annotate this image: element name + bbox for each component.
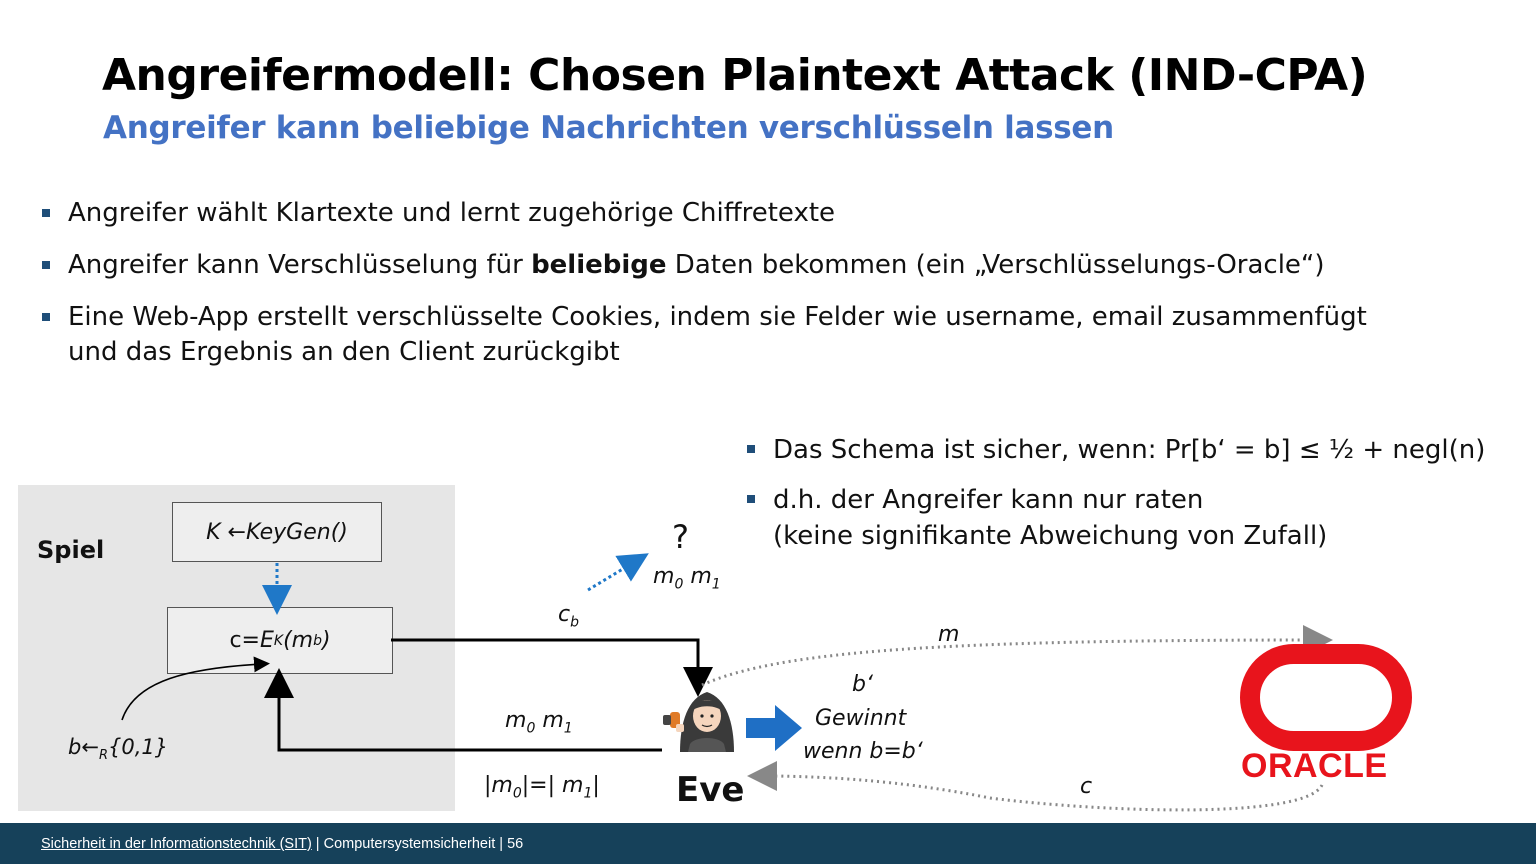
oracle-ciphertext-label: c (1080, 774, 1093, 799)
eve-label: Eve (676, 770, 745, 810)
win-arrow-icon (746, 705, 802, 751)
oracle-message-label: m (938, 622, 960, 647)
bit-choice-label: b←R{0,1} (68, 735, 169, 764)
bullet-item: Angreifer kann Verschlüsselung für belie… (40, 248, 1490, 283)
bullet-list: Angreifer wählt Klartexte und lernt zuge… (40, 196, 1490, 387)
footer-text: Sicherheit in der Informationstechnik (S… (41, 836, 524, 852)
security-bullet-list: Das Schema ist sicher, wenn: Pr[b‘ = b] … (745, 432, 1535, 568)
footer-bar: Sicherheit in der Informationstechnik (S… (0, 823, 1536, 864)
messages-to-encrypt-arrow (264, 668, 662, 752)
wins-label-line2: wenn b=b‘ (803, 739, 923, 764)
bullet-item: Das Schema ist sicher, wenn: Pr[b‘ = b] … (745, 432, 1535, 468)
question-mark: ? (672, 518, 689, 556)
bit-to-encrypt-curve (121, 656, 270, 721)
page-subtitle: Angreifer kann beliebige Nachrichten ver… (103, 110, 1114, 146)
bullet-item: Eine Web-App erstellt verschlüsselte Coo… (40, 300, 1490, 370)
ciphertext-cb-label: cb (558, 602, 579, 631)
guess-messages-label: m0 m1 (653, 564, 721, 593)
b-prime-label: b‘ (852, 672, 873, 697)
ciphertext-to-eve-arrow (391, 638, 713, 697)
hacker-avatar-icon (663, 692, 734, 752)
bullet-item: Angreifer wählt Klartexte und lernt zuge… (40, 196, 1490, 231)
guess-dotted-arrow (587, 553, 649, 592)
wins-label-line1: Gewinnt (815, 706, 907, 731)
oracle-logo-text: ORACLE (1241, 747, 1388, 785)
page-title: Angreifermodell: Chosen Plaintext Attack… (102, 50, 1368, 101)
oracle-to-eve-arrow (747, 761, 1324, 812)
footer-org-link[interactable]: Sicherheit in der Informationstechnik (S… (41, 836, 312, 852)
eve-to-oracle-arrow (701, 625, 1333, 687)
keygen-box: K ←KeyGen() (172, 502, 382, 562)
sent-messages-label: m0 m1 (505, 708, 573, 737)
length-condition-label: |m0|=| m1| (484, 773, 600, 802)
oracle-logo (1240, 644, 1412, 751)
bullet-item: d.h. der Angreifer kann nur raten(keine … (745, 482, 1535, 554)
game-label: Spiel (37, 536, 105, 564)
